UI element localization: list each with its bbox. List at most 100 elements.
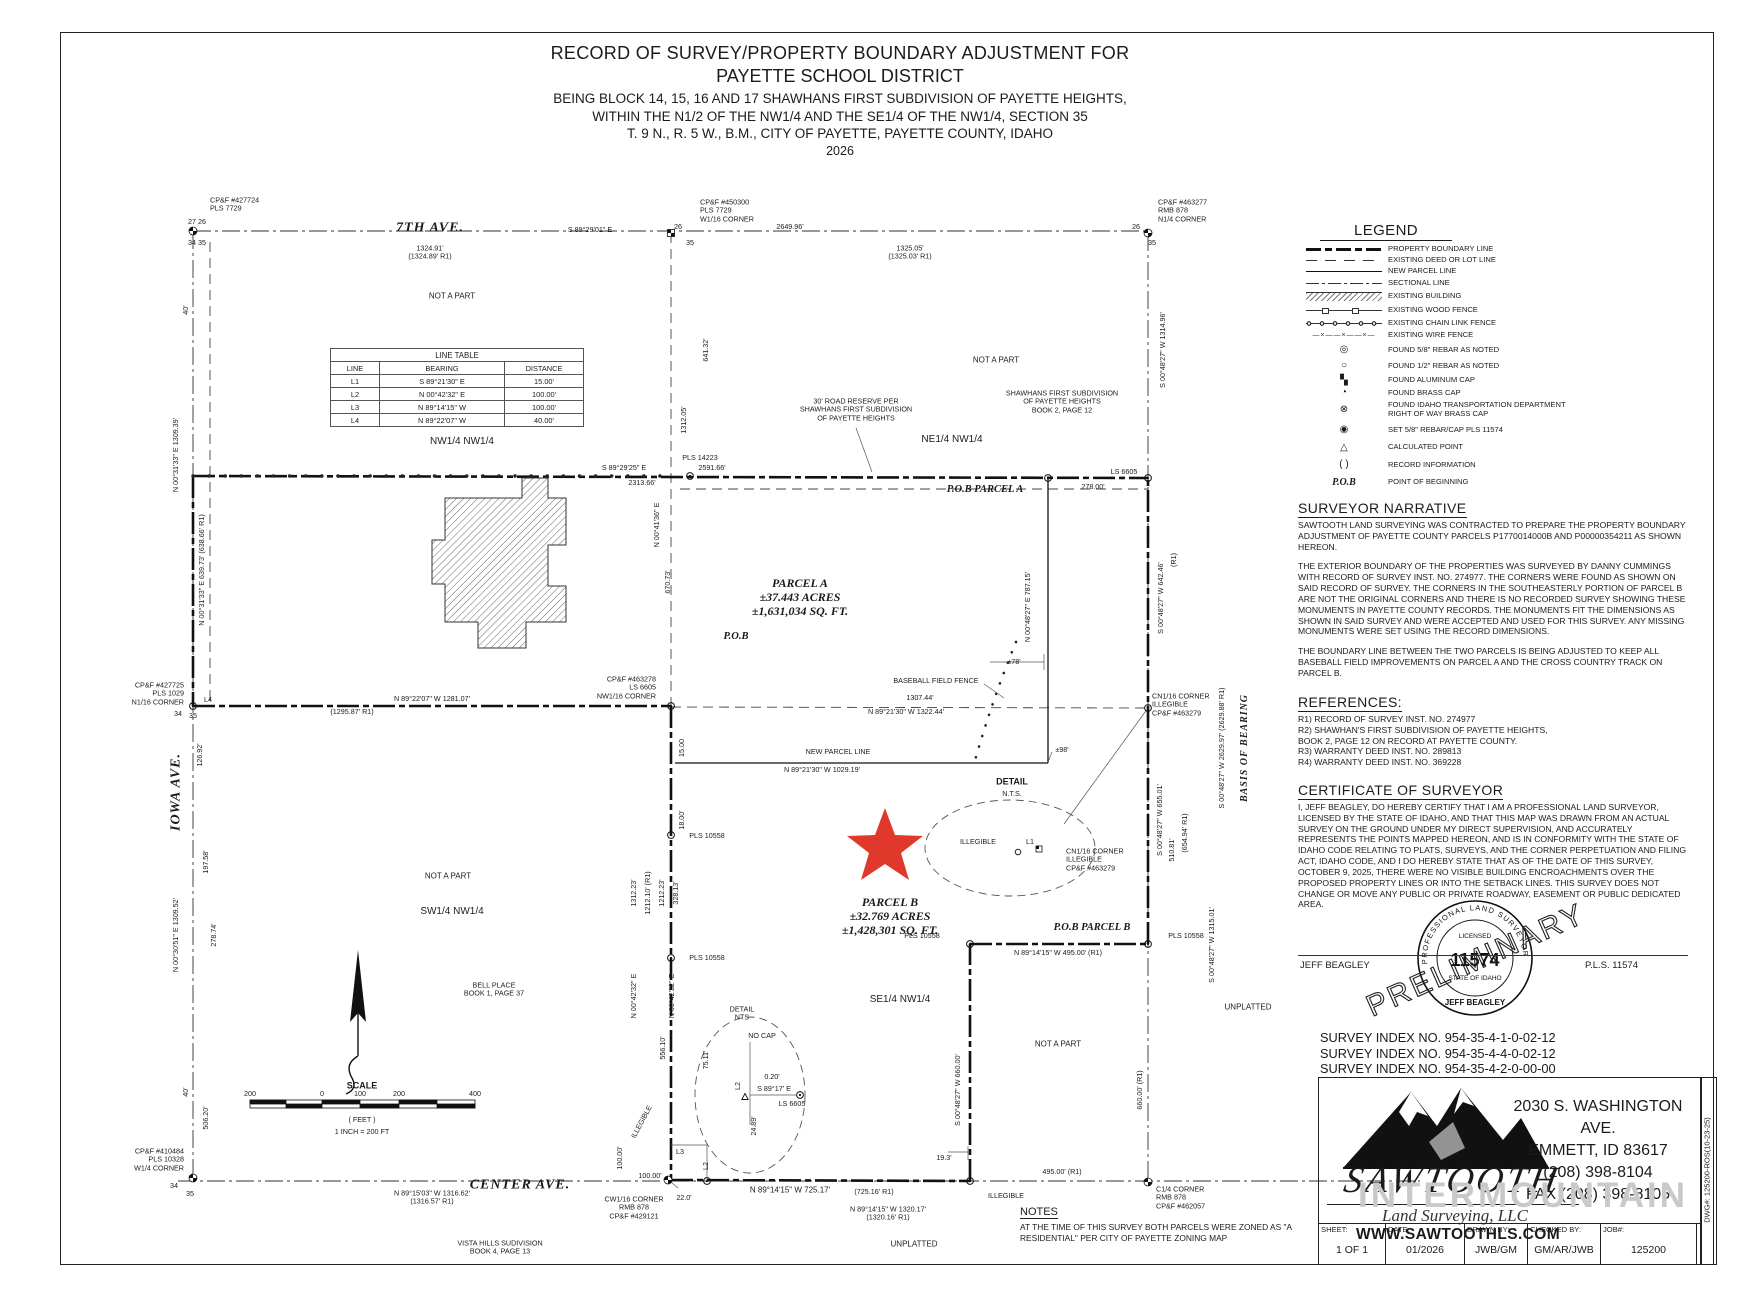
certificate-body: I, JEFF BEAGLEY, DO HEREBY CERTIFY THAT … bbox=[1298, 802, 1687, 910]
map-label: 100.00' bbox=[614, 1146, 624, 1170]
line-table-cell: L3 bbox=[330, 400, 380, 414]
detail-ellipses bbox=[694, 799, 1096, 1174]
notes-heading: NOTES bbox=[1020, 1206, 1058, 1219]
map-label: S 89°17' E bbox=[757, 1083, 791, 1093]
legend-symbol-icon: ○ bbox=[1300, 361, 1388, 371]
legend-glyph-icon: ⊗ bbox=[1339, 404, 1349, 415]
surveyor-seal: PROFESSIONAL LAND SURVEYOR LICENSED 1157… bbox=[1361, 897, 1591, 1024]
map-label: (654.94' R1) bbox=[1179, 813, 1189, 853]
field-label: SHEET: bbox=[1321, 1225, 1348, 1234]
legend-item: —×——×——×—EXISTING WIRE FENCE bbox=[1300, 329, 1700, 342]
wire-line-icon: —×——×——×— bbox=[1312, 331, 1376, 339]
map-label: NOT A PART bbox=[972, 355, 1020, 365]
notes-section: NOTES AT THE TIME OF THIS SURVEY BOTH PA… bbox=[1020, 1202, 1310, 1244]
map-label: S 89°29'01" E bbox=[567, 224, 613, 234]
phone: (208) 398-8104 bbox=[1543, 1164, 1653, 1182]
line-table-cell: L4 bbox=[330, 413, 380, 427]
map-label: UNPLATTED bbox=[890, 1239, 938, 1249]
map-label: S 00°48'27" W 1314.96' bbox=[1157, 312, 1167, 388]
title-line: RECORD OF SURVEY/PROPERTY BOUNDARY ADJUS… bbox=[550, 43, 1130, 63]
map-label: NO CAP bbox=[748, 1030, 776, 1040]
narrative-paragraph: SAWTOOTH LAND SURVEYING WAS CONTRACTED T… bbox=[1298, 520, 1686, 552]
legend-label: EXISTING WOOD FENCE bbox=[1388, 305, 1478, 315]
legend-label: FOUND 1/2" REBAR AS NOTED bbox=[1388, 360, 1500, 370]
map-label: 35 bbox=[186, 1188, 194, 1198]
legend-heading: LEGEND bbox=[1320, 222, 1452, 241]
property-line-icon bbox=[1306, 247, 1382, 251]
map-label: 34 bbox=[174, 708, 182, 718]
legend-glyph-icon: ▚ bbox=[1340, 374, 1348, 386]
seal-name: JEFF BEAGLEY bbox=[1445, 998, 1506, 1007]
line-table-cell: L1 bbox=[330, 374, 380, 388]
title-line: BEING BLOCK 14, 15, 16 AND 17 SHAWHANS F… bbox=[553, 91, 1127, 106]
map-label: 27 26 bbox=[188, 216, 206, 226]
map-label: S 00°48'27" W 2629.97' (2629.88' R1) bbox=[1216, 687, 1226, 809]
reference-item: R4) WARRANTY DEED INST. NO. 369228 bbox=[1298, 757, 1462, 768]
seal-licensed: LICENSED bbox=[1459, 933, 1492, 940]
map-label: 34 bbox=[170, 1180, 178, 1190]
survey-index-item: SURVEY INDEX NO. 954-35-4-1-0-02-12 bbox=[1320, 1030, 1556, 1045]
field-label: JOB#: bbox=[1603, 1225, 1625, 1234]
map-label: 278.00' bbox=[1081, 481, 1105, 491]
map-label: SCALE bbox=[346, 1080, 378, 1091]
line-table-header: LINE bbox=[330, 361, 380, 375]
map-label: CENTER AVE. bbox=[469, 1177, 571, 1193]
map-label: BELL PLACE BOOK 1, PAGE 37 bbox=[463, 980, 525, 998]
legend-item: SECTIONAL LINE bbox=[1300, 277, 1700, 289]
title-line: PAYETTE SCHOOL DISTRICT bbox=[716, 66, 964, 86]
map-label: S 00°48'27" W 660.00' bbox=[952, 1054, 962, 1126]
map-label: PLS 10558 bbox=[1168, 930, 1204, 940]
line-table-cell: 40.00' bbox=[504, 413, 584, 427]
north-arrow bbox=[345, 950, 366, 1095]
monument-markers bbox=[188, 226, 1153, 1187]
title-block-box: SAWTOOTH Land Surveying, LLC WWW.SAWTOOT… bbox=[1318, 1077, 1702, 1265]
map-label: N.T.S. bbox=[1002, 788, 1022, 798]
map-label: 510.81' bbox=[1166, 838, 1176, 862]
map-label: N 00°42'32" E bbox=[628, 973, 638, 1019]
map-label: 1212.10' (R1) bbox=[642, 871, 652, 915]
map-label: 0.20' bbox=[764, 1071, 780, 1081]
map-label: N 89°14'15" W 1320.17' (1320.16' R1) bbox=[849, 1204, 927, 1222]
line-table-cell: N 89°14'15" W bbox=[379, 400, 505, 414]
map-label: CP&F #427724 PLS 7729 bbox=[210, 195, 260, 213]
legend-symbol-icon: ▚ bbox=[1300, 374, 1388, 386]
map-label: L3 bbox=[676, 1146, 684, 1156]
company-website: WWW.SAWTOOTHLS.COM bbox=[1355, 1226, 1561, 1243]
red-star bbox=[847, 808, 923, 880]
deed-lines bbox=[209, 233, 1149, 709]
legend-label: PROPERTY BOUNDARY LINE bbox=[1388, 243, 1494, 253]
map-label: 18.00' bbox=[676, 810, 686, 830]
map-label: CP&F #463277 RMB 878 N1/4 CORNER bbox=[1158, 197, 1208, 224]
map-label: N 00°48'27" E 787.15' bbox=[1022, 571, 1032, 643]
legend-symbol-icon: —×——×——×— bbox=[1300, 332, 1388, 340]
line-table-title: LINE TABLE bbox=[330, 348, 584, 362]
map-label: 40' bbox=[180, 305, 190, 315]
map-label: NOT A PART bbox=[428, 291, 476, 301]
map-label: 40' bbox=[180, 1087, 190, 1097]
legend-symbol-icon bbox=[1300, 292, 1388, 301]
map-label: UNPLATTED bbox=[1224, 1002, 1272, 1012]
map-label: 2591.66' bbox=[698, 462, 726, 472]
legend-glyph-icon: ○ bbox=[1340, 360, 1348, 371]
map-label: PLS 10558 bbox=[689, 830, 725, 840]
company-subtitle: Land Surveying, LLC bbox=[1382, 1206, 1528, 1225]
map-label: PARCEL B ±32.769 ACRES ±1,428,301 SQ. FT… bbox=[841, 894, 939, 938]
field-value: 125200 bbox=[1630, 1243, 1667, 1256]
map-label: S 00°48'27" W 642.46' bbox=[1155, 562, 1165, 634]
legend-item: ◉SET 5/8" REBAR/CAP PLS 11574 bbox=[1300, 421, 1700, 439]
field-label: DRAWN BY: bbox=[1467, 1225, 1510, 1234]
map-label: SHAWHANS FIRST SUBDIVISION OF PAYETTE HE… bbox=[1005, 388, 1119, 415]
map-label: N 00°42'32" E bbox=[666, 973, 676, 1019]
legend-item: △CALCULATED POINT bbox=[1300, 439, 1700, 456]
legend-label: CALCULATED POINT bbox=[1388, 442, 1463, 452]
map-label: P.O.B bbox=[723, 630, 749, 642]
map-label: NOT A PART bbox=[1034, 1039, 1082, 1049]
company-name: SAWTOOTH bbox=[1340, 1160, 1564, 1201]
legend-label: RECORD INFORMATION bbox=[1388, 459, 1476, 469]
map-label: N 89°14'15" W 495.00' (R1) bbox=[1013, 947, 1103, 957]
survey-index-item: SURVEY INDEX NO. 954-35-4-2-0-00-00 bbox=[1320, 1061, 1556, 1077]
address-line: 2030 S. WASHINGTON AVE. bbox=[1513, 1098, 1683, 1138]
map-label: 506.20' bbox=[200, 1106, 210, 1130]
map-label: 15.00 bbox=[676, 739, 686, 757]
